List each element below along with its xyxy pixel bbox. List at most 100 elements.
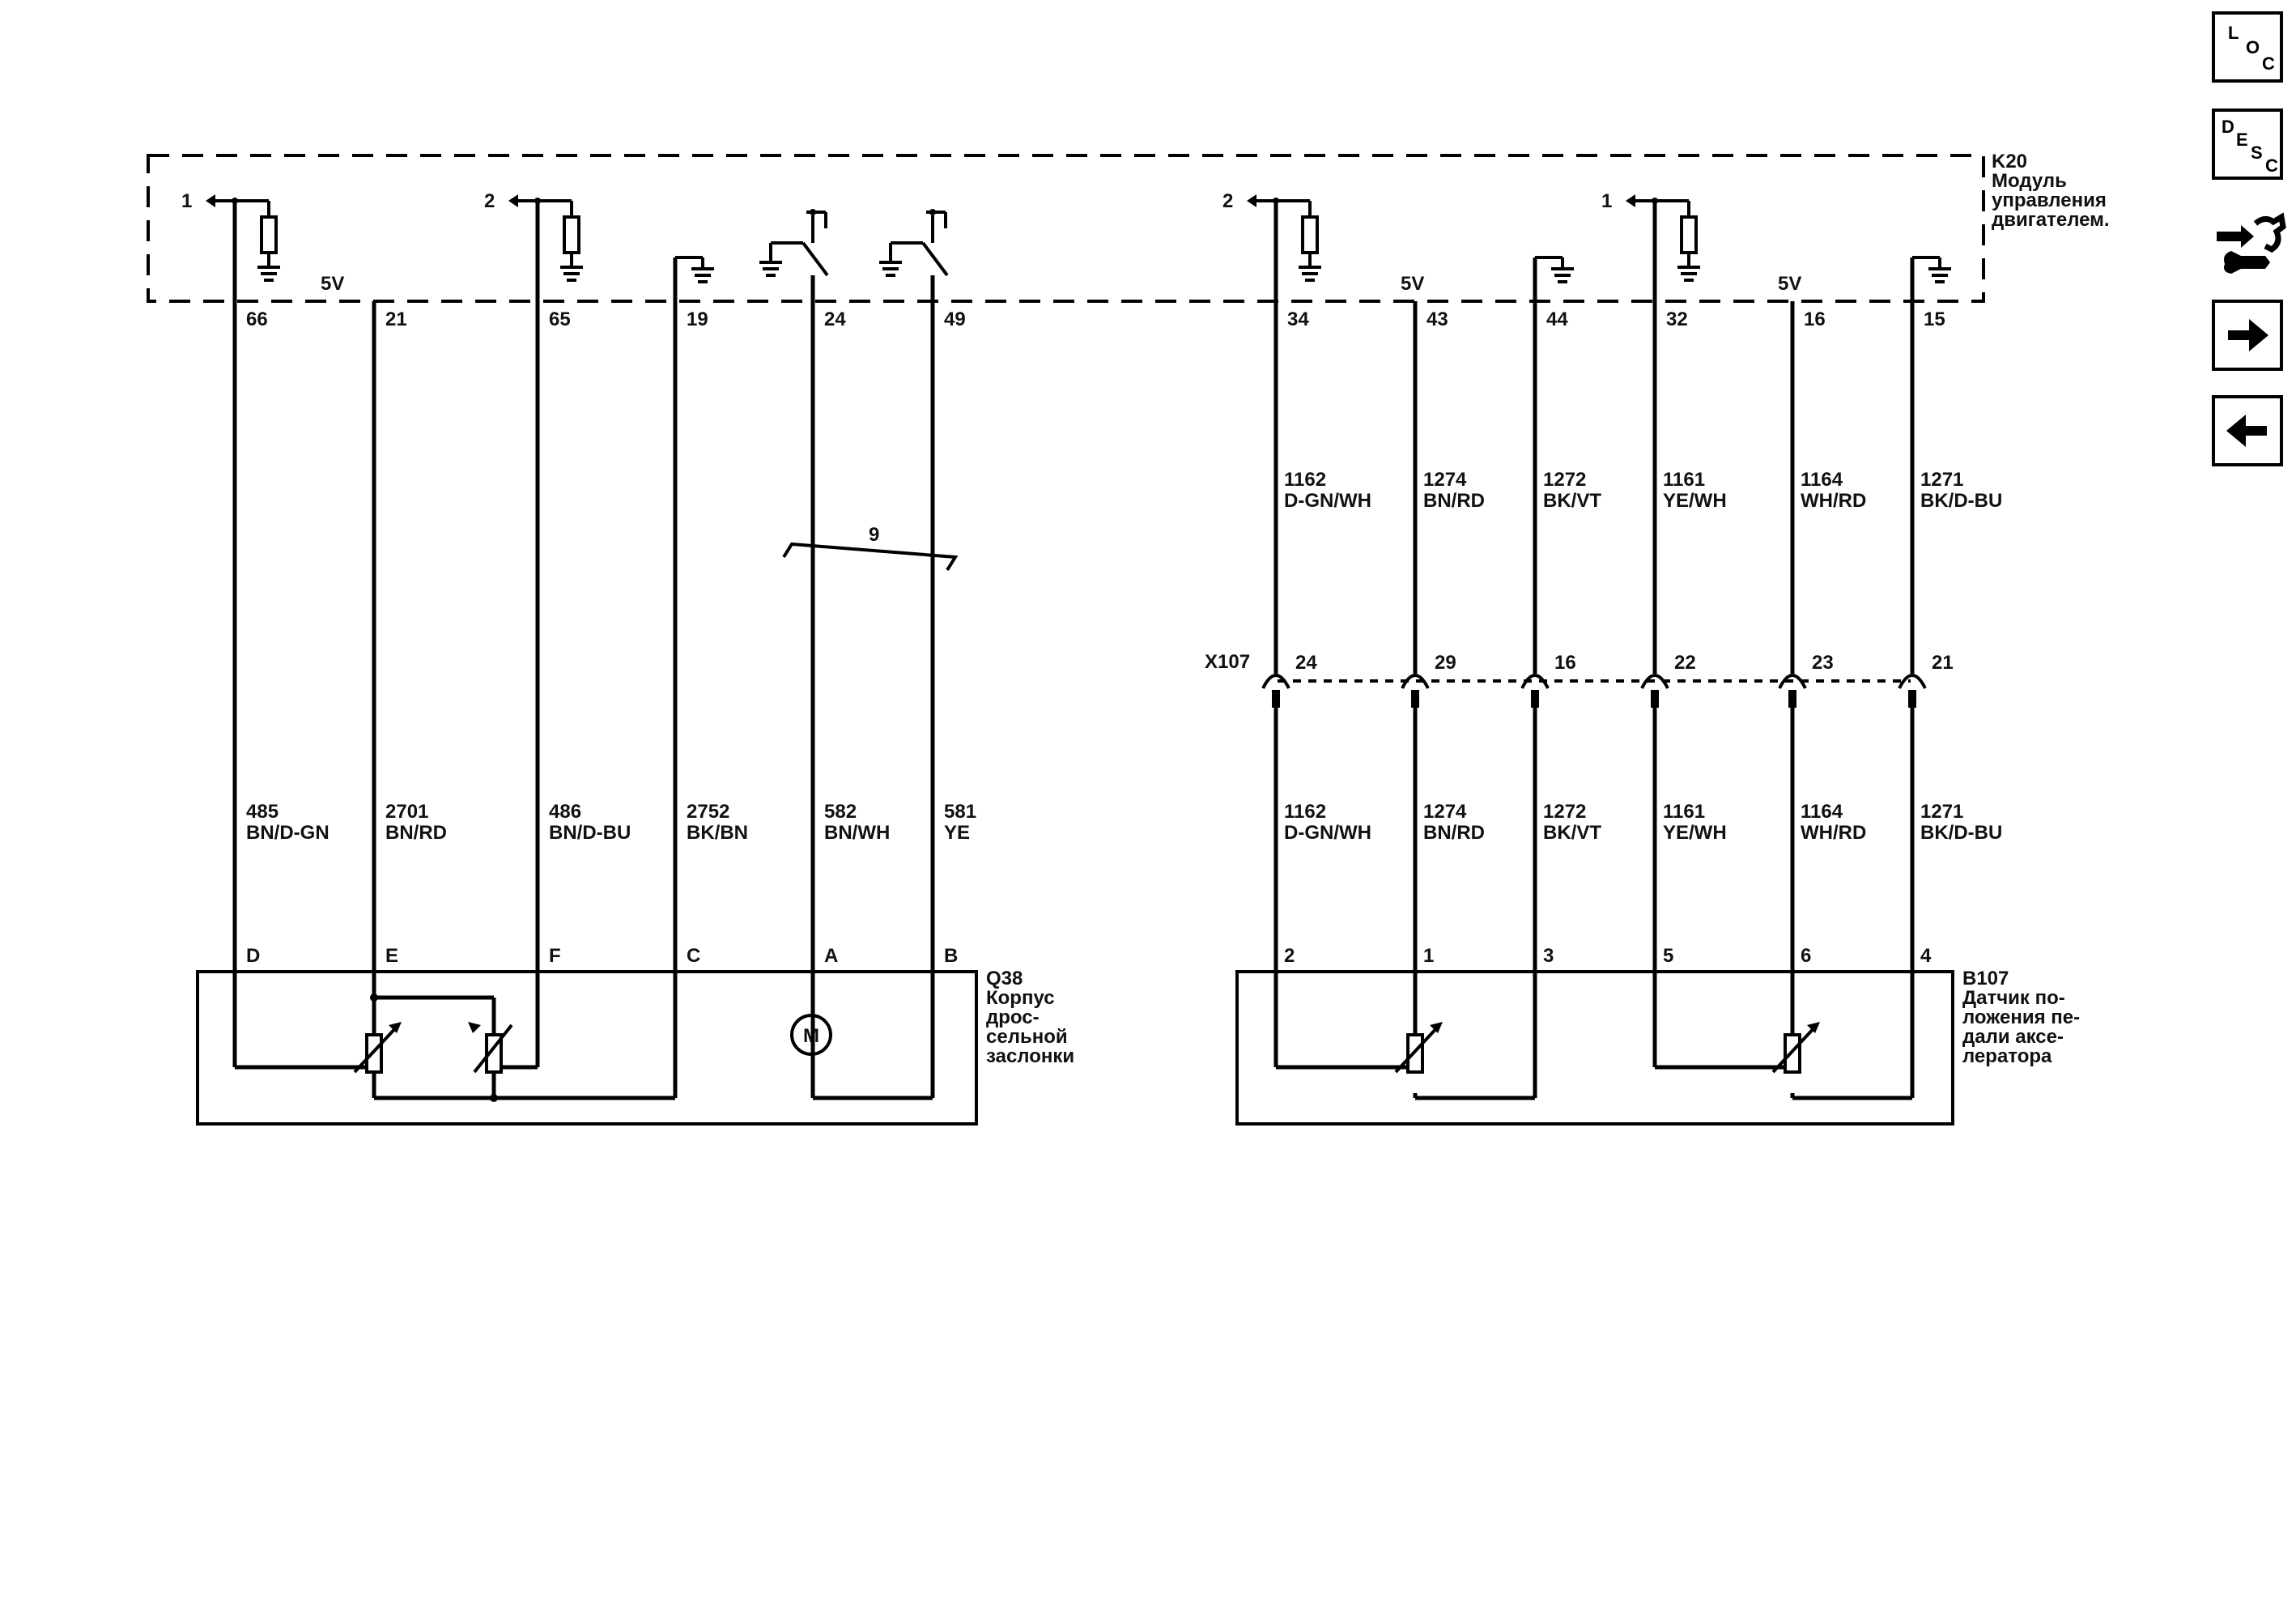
q38-tps1-arrow-icon: [389, 1022, 402, 1033]
desc-letter-e: E: [2236, 130, 2248, 150]
loc-letter-c: C: [2262, 53, 2275, 74]
b107-comp-pin-5: 4: [1920, 945, 1932, 967]
b107-ref-number-0: 2: [1222, 190, 1233, 212]
x107-terminal-1: [1401, 674, 1430, 689]
b107-wire-color-upper-2: BK/VT: [1543, 490, 1601, 512]
b107-x107-pin-0: 24: [1295, 652, 1317, 674]
q38-comp-pin-0: D: [246, 945, 260, 967]
b107-circuit-upper-1: 1274: [1423, 469, 1467, 491]
b107-ref-arrow-icon-3: [1626, 194, 1635, 207]
q38-ecm-pin-4: 24: [824, 309, 846, 330]
k20-desc-line-1: Модуль: [1992, 170, 2067, 192]
b107-wire-color-upper-3: YE/WH: [1663, 490, 1727, 512]
b107-app-arrow-icon-1: [1807, 1022, 1820, 1033]
q38-comp-pin-3: C: [687, 945, 700, 967]
arrow-left-icon: [2226, 415, 2267, 447]
b107-comp-pin-4: 6: [1801, 945, 1811, 967]
b107-wire-color-upper-0: D-GN/WH: [1284, 490, 1371, 512]
q38-5v-supply: 5V: [321, 273, 344, 295]
b107-ground-icon-0: [1299, 266, 1321, 282]
q38-label: Q38 Корпус дрос- сельной заслонки: [986, 968, 1074, 1067]
b107-ecm-pin-4: 16: [1804, 309, 1826, 330]
loc-button[interactable]: L O C: [2212, 11, 2283, 83]
q38-wire-color-1: BN/RD: [385, 822, 447, 844]
bundle-count: 9: [869, 524, 879, 546]
b107-pullup-resistor-0: [1301, 215, 1319, 254]
desc-letter-c: C: [2265, 155, 2278, 176]
b107-wire-color-upper-4: WH/RD: [1801, 490, 1866, 512]
q38-ref-number-2: 2: [484, 190, 495, 212]
b107-ecm-pin-3: 32: [1666, 309, 1688, 330]
b107-wire-color-upper-5: BK/D-BU: [1920, 490, 2002, 512]
q38-desc-line-4: заслонки: [986, 1045, 1074, 1067]
q38-desc-line-2: дрос-: [986, 1006, 1040, 1028]
b107-pullup-resistor-3: [1680, 215, 1698, 254]
b107-circuit-lower-5: 1271: [1920, 801, 1963, 823]
b107-x107-pin-5: 21: [1932, 652, 1954, 674]
q38-ref-number-0: 1: [181, 190, 192, 212]
q38-ecm-pin-1: 21: [385, 309, 407, 330]
b107-comp-pin-0: 2: [1284, 945, 1295, 967]
q38-ecm-pin-0: 66: [246, 309, 268, 330]
previous-page-button[interactable]: [2212, 395, 2283, 466]
q38-ref-arrow-icon-2: [508, 194, 518, 207]
b107-5v-supply-1: 5V: [1401, 273, 1424, 295]
q38-comp-pin-4: A: [824, 945, 838, 967]
b107-5v-supply-4: 5V: [1778, 273, 1801, 295]
b107-wire-color-lower-4: WH/RD: [1801, 822, 1866, 844]
b107-ecm-pin-1: 43: [1426, 309, 1448, 330]
labels-layer: 66485BN/D-GND212701BN/RDE65486BN/D-BUF19…: [181, 190, 2002, 967]
q38-circuit-2: 486: [549, 801, 581, 823]
q38-ref-arrow-icon-0: [206, 194, 215, 207]
b107-x107-pin-2: 16: [1554, 652, 1576, 674]
q38-wire-color-4: BN/WH: [824, 822, 890, 844]
b107-circuit-upper-4: 1164: [1801, 469, 1843, 491]
b107-circuit-lower-4: 1164: [1801, 801, 1843, 823]
x107-terminal-0: [1261, 674, 1290, 689]
q38-switch-ground-icon-0: [759, 261, 782, 277]
b107-desc-line-3: дали аксе-: [1962, 1026, 2064, 1048]
b107-label: B107 Датчик по- ложения пе- дали аксе- л…: [1962, 968, 2080, 1067]
b107-wire-color-upper-1: BN/RD: [1423, 490, 1485, 512]
q38-ground-icon-3: [691, 267, 714, 283]
b107-desc-line-4: лератора: [1962, 1045, 2052, 1067]
loc-letter-l: L: [2228, 23, 2239, 43]
q38-ground-icon-2: [560, 266, 583, 282]
q38-wire-color-0: BN/D-GN: [246, 822, 330, 844]
q38-switch-ground-icon-1: [879, 261, 902, 277]
k20-module-label: K20 Модуль управления двигателем.: [1992, 151, 2110, 231]
q38-circuit-4: 582: [824, 801, 857, 823]
connector-repair-icon[interactable]: [2209, 201, 2290, 282]
x107-connector-label: X107: [1205, 651, 1250, 673]
b107-ref-number-3: 1: [1601, 190, 1612, 212]
b107-ref-arrow-icon-0: [1247, 194, 1256, 207]
q38-wire-color-2: BN/D-BU: [549, 822, 631, 844]
b107-circuit-lower-3: 1161: [1663, 801, 1705, 823]
x107-terminal-4: [1778, 674, 1807, 689]
arrow-right-icon: [2228, 319, 2268, 351]
b107-circuit-upper-0: 1162: [1284, 469, 1326, 491]
b107-ecm-pin-0: 34: [1287, 309, 1309, 330]
q38-circuit-5: 581: [944, 801, 976, 823]
next-page-button[interactable]: [2212, 300, 2283, 371]
b107-circuit-upper-3: 1161: [1663, 469, 1705, 491]
q38-comp-pin-2: F: [549, 945, 561, 967]
q38-ecm-pin-3: 19: [687, 309, 708, 330]
desc-letter-d: D: [2222, 117, 2234, 137]
b107-circuit-lower-0: 1162: [1284, 801, 1326, 823]
twisted-pair-marker: 9: [782, 524, 959, 572]
b107-wire-color-lower-3: YE/WH: [1663, 822, 1727, 844]
q38-desc-line-1: Корпус: [986, 987, 1055, 1009]
b107-wire-color-lower-2: BK/VT: [1543, 822, 1601, 844]
b107-comp-pin-3: 5: [1663, 945, 1673, 967]
q38-circuit-1: 2701: [385, 801, 428, 823]
loc-letter-o: O: [2246, 37, 2260, 57]
q38-wire-color-3: BK/BN: [687, 822, 748, 844]
b107-ground-icon-5: [1928, 267, 1951, 283]
q38-wire-color-5: YE: [944, 822, 970, 844]
b107-wire-color-lower-0: D-GN/WH: [1284, 822, 1371, 844]
k20-desc-line-2: управления: [1992, 189, 2107, 211]
desc-button[interactable]: D E S C: [2212, 109, 2283, 180]
q38-ground-icon-0: [257, 266, 280, 282]
